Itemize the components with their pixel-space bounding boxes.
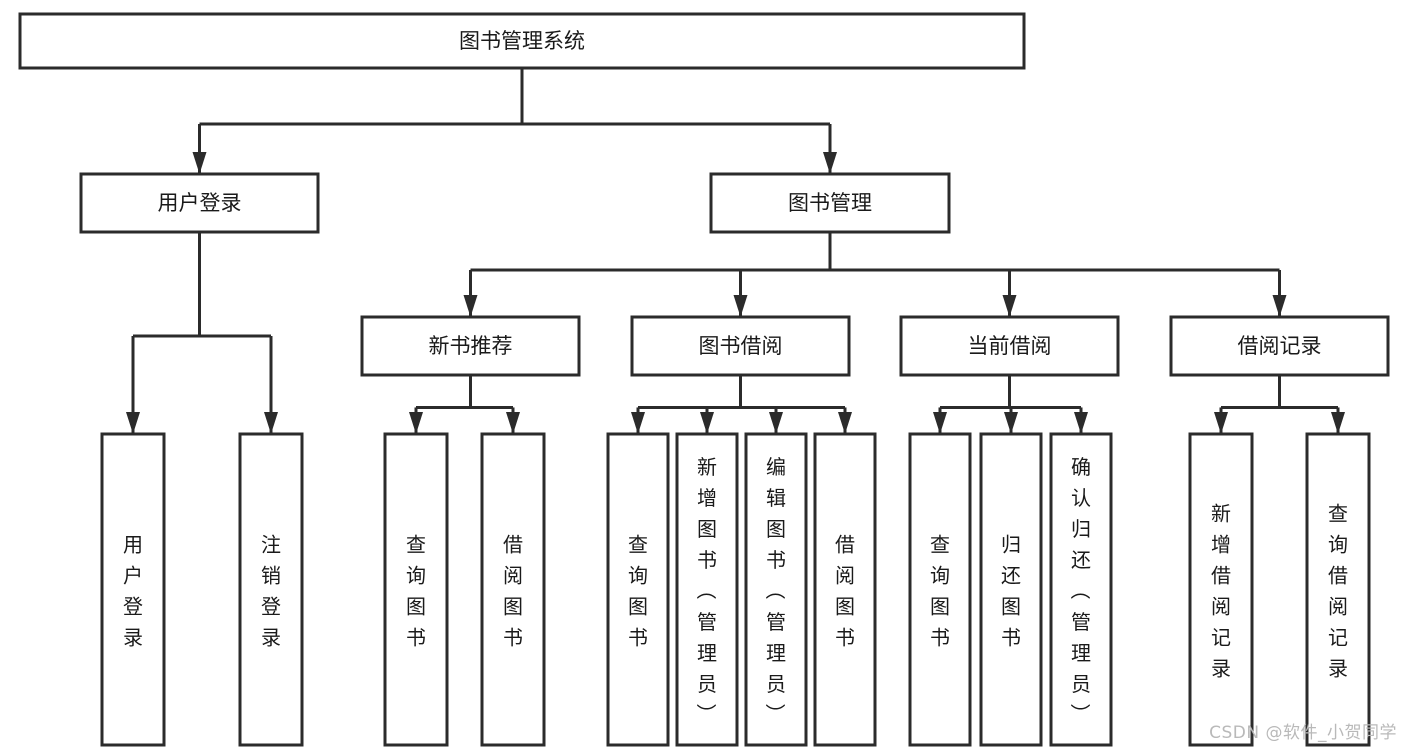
node-user-login-label: 用户登录: [158, 191, 242, 215]
node-leaf-return-book-box[interactable]: [979, 432, 1043, 747]
node-leaf-borrow-book-2-box[interactable]: [813, 432, 877, 747]
node-leaf-query-book-3-box[interactable]: [908, 432, 972, 747]
arrow-head-icon: [192, 152, 207, 174]
node-root-图书管理系统-box[interactable]: [18, 12, 1026, 70]
node-leaf-query-book-2[interactable]: 查询图书: [606, 432, 670, 747]
node-leaf-add-record-box[interactable]: [1188, 432, 1254, 747]
node-book-borrow-box[interactable]: [630, 315, 851, 377]
node-leaf-query-book-2-box[interactable]: [606, 432, 670, 747]
arrow-head-icon: [126, 412, 140, 434]
node-leaf-query-book-1-box[interactable]: [383, 432, 449, 747]
node-book-manage[interactable]: 图书管理: [709, 172, 951, 234]
node-new-book-rec-box[interactable]: [360, 315, 581, 377]
arrow-head-icon: [933, 412, 947, 434]
node-current-borrow-label: 当前借阅: [968, 334, 1052, 358]
node-leaf-add-book[interactable]: 新增图书（管理员）: [675, 432, 739, 747]
node-current-borrow-box[interactable]: [899, 315, 1120, 377]
node-new-book-rec-label: 新书推荐: [429, 334, 513, 358]
node-leaf-borrow-book-1-label: 借阅图书: [503, 533, 523, 650]
node-leaf-logout-label: 注销登录: [261, 533, 281, 650]
node-new-book-rec[interactable]: 新书推荐: [360, 315, 581, 377]
node-leaf-query-record-box[interactable]: [1305, 432, 1371, 747]
node-leaf-confirm-return[interactable]: 确认归还（管理员）: [1049, 432, 1113, 747]
node-leaf-query-record[interactable]: 查询借阅记录: [1305, 432, 1371, 747]
node-leaf-user-login[interactable]: 用户登录: [100, 432, 166, 747]
arrow-head-icon: [838, 412, 852, 434]
node-leaf-borrow-book-2[interactable]: 借阅图书: [813, 432, 877, 747]
node-leaf-edit-book[interactable]: 编辑图书（管理员）: [744, 432, 808, 747]
arrow-head-icon: [264, 412, 278, 434]
node-leaf-return-book[interactable]: 归还图书: [979, 432, 1043, 747]
node-leaf-logout[interactable]: 注销登录: [238, 432, 304, 747]
node-leaf-logout-box[interactable]: [238, 432, 304, 747]
node-leaf-query-book-3-label: 查询图书: [930, 533, 950, 650]
node-user-login[interactable]: 用户登录: [79, 172, 320, 234]
node-leaf-query-book-1[interactable]: 查询图书: [383, 432, 449, 747]
node-book-borrow-label: 图书借阅: [699, 334, 783, 358]
node-leaf-edit-book-label: 编辑图书（管理员）: [765, 455, 786, 727]
node-leaf-query-book-2-label: 查询图书: [628, 533, 648, 650]
node-layer: 图书管理系统用户登录图书管理新书推荐图书借阅当前借阅借阅记录用户登录注销登录查询…: [18, 12, 1390, 747]
node-leaf-borrow-book-1[interactable]: 借阅图书: [480, 432, 546, 747]
arrow-head-icon: [1214, 412, 1228, 434]
node-leaf-add-book-box[interactable]: [675, 432, 739, 747]
arrow-head-icon: [409, 412, 423, 434]
node-leaf-borrow-book-1-box[interactable]: [480, 432, 546, 747]
node-leaf-borrow-book-2-label: 借阅图书: [835, 533, 855, 650]
arrow-head-icon: [823, 152, 837, 174]
node-leaf-return-book-label: 归还图书: [1001, 533, 1021, 650]
node-user-login-box[interactable]: [79, 172, 320, 234]
node-leaf-add-book-label: 新增图书（管理员）: [696, 455, 717, 727]
arrow-head-icon: [463, 295, 478, 317]
node-borrow-record[interactable]: 借阅记录: [1169, 315, 1390, 377]
arrow-head-icon: [1272, 295, 1287, 317]
node-book-manage-box[interactable]: [709, 172, 951, 234]
node-leaf-query-record-label: 查询借阅记录: [1328, 502, 1348, 681]
node-book-borrow[interactable]: 图书借阅: [630, 315, 851, 377]
node-leaf-confirm-return-label: 确认归还（管理员）: [1070, 455, 1091, 727]
arrow-head-icon: [1002, 295, 1017, 317]
arrow-head-icon: [769, 412, 783, 434]
arrow-head-icon: [631, 412, 645, 434]
node-current-borrow[interactable]: 当前借阅: [899, 315, 1120, 377]
node-leaf-user-login-box[interactable]: [100, 432, 166, 747]
arrow-head-icon: [1074, 412, 1088, 434]
node-root-图书管理系统-label: 图书管理系统: [459, 29, 585, 53]
arrow-head-icon: [700, 412, 714, 434]
node-leaf-query-book-3[interactable]: 查询图书: [908, 432, 972, 747]
node-leaf-user-login-label: 用户登录: [123, 533, 143, 650]
node-root-图书管理系统[interactable]: 图书管理系统: [18, 12, 1026, 70]
node-borrow-record-label: 借阅记录: [1238, 334, 1322, 358]
arrow-head-icon: [1004, 412, 1018, 434]
connector-layer: [126, 68, 1345, 434]
node-book-manage-label: 图书管理: [788, 191, 872, 215]
node-leaf-query-book-1-label: 查询图书: [406, 533, 426, 650]
node-leaf-add-record-label: 新增借阅记录: [1211, 502, 1231, 681]
node-borrow-record-box[interactable]: [1169, 315, 1390, 377]
arrow-head-icon: [506, 412, 520, 434]
arrow-head-icon: [1331, 412, 1345, 434]
arrow-head-icon: [733, 295, 748, 317]
node-leaf-confirm-return-box[interactable]: [1049, 432, 1113, 747]
node-leaf-edit-book-box[interactable]: [744, 432, 808, 747]
watermark-label: CSDN @软件_小贺同学: [1209, 723, 1397, 743]
node-leaf-add-record[interactable]: 新增借阅记录: [1188, 432, 1254, 747]
